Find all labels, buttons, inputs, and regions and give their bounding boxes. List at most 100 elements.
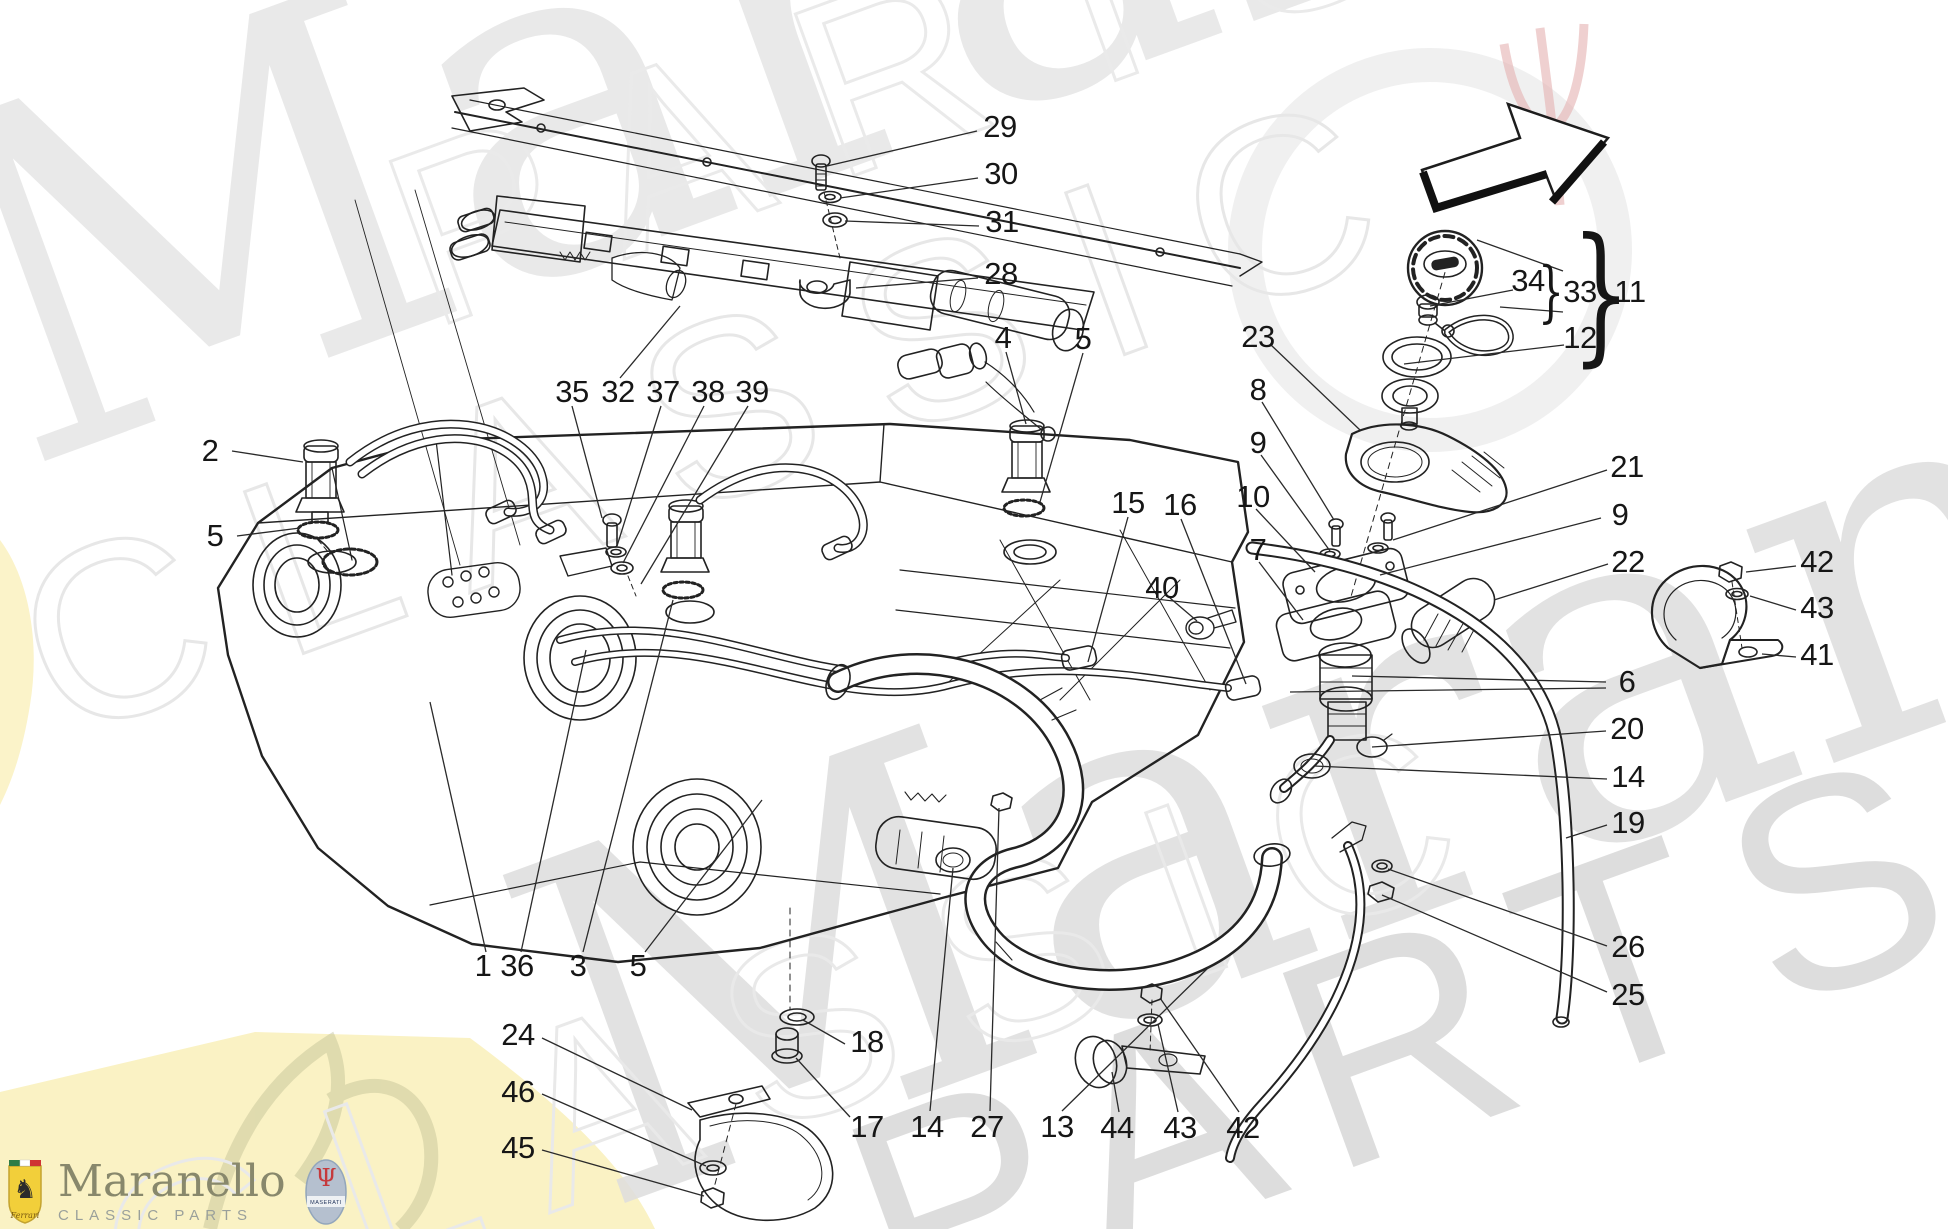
callout-31-4: 31 bbox=[985, 204, 1019, 239]
bracket-group bbox=[687, 1085, 834, 1222]
leader-line-12 bbox=[1403, 344, 1565, 365]
maranello-logo: ♞ Ferrari Maranello CLASSIC PARTS Ψ MASE… bbox=[6, 1158, 348, 1226]
grommet-group bbox=[771, 907, 815, 1064]
callout-26-35: 26 bbox=[1611, 929, 1645, 964]
callout-15-12: 15 bbox=[1111, 485, 1145, 520]
leader-line-3 bbox=[582, 599, 674, 953]
quick-connector bbox=[897, 342, 1035, 413]
leader-line-27 bbox=[989, 807, 1000, 1112]
callout-38-19: 38 bbox=[691, 374, 725, 409]
callout-46-42: 46 bbox=[501, 1074, 535, 1109]
leader-line-19 bbox=[1565, 824, 1608, 839]
callout-40-15: 40 bbox=[1145, 570, 1179, 605]
leader-line-22 bbox=[1493, 563, 1609, 601]
callout-42-28: 42 bbox=[1800, 544, 1834, 579]
leader-line-9 bbox=[1260, 454, 1331, 552]
callout-11-23: 11 bbox=[1614, 274, 1646, 309]
callout-29-2: 29 bbox=[983, 109, 1017, 144]
breather-hose bbox=[1225, 821, 1395, 1163]
brace-0: } bbox=[1537, 253, 1565, 330]
leader-line-2 bbox=[231, 450, 304, 463]
leader-line-14 bbox=[929, 867, 954, 1112]
callout-27-47: 27 bbox=[970, 1109, 1004, 1144]
fuel-tank-body bbox=[216, 189, 1250, 964]
callout-24-41: 24 bbox=[501, 1017, 535, 1052]
p-clamp-group bbox=[1650, 561, 1784, 670]
callout-30-3: 30 bbox=[984, 156, 1018, 191]
leader-line-5 bbox=[236, 527, 301, 537]
callout-4-6: 4 bbox=[994, 320, 1012, 355]
callout-5-40: 5 bbox=[629, 948, 647, 983]
filler-cap-group bbox=[1344, 229, 1514, 601]
callout-22-27: 22 bbox=[1611, 544, 1645, 579]
callout-14-46: 14 bbox=[910, 1109, 944, 1144]
callout-28-5: 28 bbox=[984, 256, 1018, 291]
rail-screw-group bbox=[798, 154, 851, 310]
maserati-oval-logo: Ψ MASERATI bbox=[304, 1159, 347, 1225]
callout-12-24: 12 bbox=[1563, 320, 1597, 355]
leader-line-5 bbox=[1039, 352, 1084, 503]
leader-line-26 bbox=[1387, 868, 1608, 947]
maserati-label: MASERATI bbox=[310, 1200, 342, 1206]
callout-5-1: 5 bbox=[206, 518, 224, 553]
leader-line-18 bbox=[802, 1019, 846, 1045]
callout-44-49: 44 bbox=[1100, 1110, 1134, 1145]
callout-10-11: 10 bbox=[1236, 479, 1270, 514]
leader-line-14 bbox=[1313, 765, 1608, 780]
leader-line-25 bbox=[1381, 894, 1608, 993]
cap-fitting-40 bbox=[1185, 609, 1237, 640]
leader-line-40 bbox=[1169, 597, 1198, 622]
callout-39-20: 39 bbox=[735, 374, 769, 409]
callout-16-13: 16 bbox=[1163, 487, 1197, 522]
callout-37-18: 37 bbox=[646, 374, 680, 409]
leader-line-32 bbox=[619, 305, 681, 379]
callout-45-43: 45 bbox=[501, 1130, 535, 1165]
ferrari-shield-watermark-left bbox=[0, 540, 34, 805]
callout-2-0: 2 bbox=[201, 433, 219, 468]
leader-line-45 bbox=[541, 1149, 705, 1197]
callout-3-39: 3 bbox=[569, 948, 587, 983]
leader-line-1 bbox=[429, 701, 487, 953]
leader-line-7 bbox=[1258, 561, 1304, 621]
callout-21-25: 21 bbox=[1610, 449, 1644, 484]
horse-silhouette-watermark bbox=[203, 1031, 439, 1229]
callout-32-17: 32 bbox=[601, 374, 635, 409]
leader-line-9 bbox=[1379, 517, 1602, 576]
leader-line-37 bbox=[616, 405, 662, 547]
logo-name: Maranello bbox=[58, 1156, 286, 1207]
vent-pipe bbox=[1245, 541, 1575, 1028]
leader-line-23 bbox=[1270, 344, 1361, 431]
circle-watermark bbox=[1228, 48, 1632, 452]
callout-8-9: 8 bbox=[1249, 372, 1267, 407]
leader-line-33 bbox=[1499, 306, 1564, 313]
leader-line-4 bbox=[1005, 351, 1027, 425]
vent-valve-left bbox=[295, 439, 357, 574]
leader-line-42 bbox=[1745, 565, 1797, 573]
leader-line-44 bbox=[1111, 1071, 1120, 1113]
leader-line-30 bbox=[839, 177, 979, 199]
ferrari-label: Ferrari bbox=[10, 1211, 40, 1220]
callout-5-7: 5 bbox=[1074, 321, 1092, 356]
callout-19-34: 19 bbox=[1611, 805, 1645, 840]
leader-line-21 bbox=[1392, 469, 1608, 541]
callout-17-45: 17 bbox=[850, 1109, 884, 1144]
callout-6-31: 6 bbox=[1618, 664, 1636, 699]
leader-line-43 bbox=[1749, 595, 1797, 611]
callout-42-51: 42 bbox=[1226, 1110, 1260, 1145]
callout-33-22: 33 bbox=[1563, 274, 1597, 309]
horse-icon: ♞ bbox=[13, 1175, 36, 1205]
vent-valve-center bbox=[660, 499, 715, 624]
leader-line-29 bbox=[826, 130, 978, 167]
callout-18-44: 18 bbox=[850, 1024, 884, 1059]
callout-43-29: 43 bbox=[1800, 590, 1834, 625]
callout-43-50: 43 bbox=[1163, 1110, 1197, 1145]
leader-line-24 bbox=[541, 1037, 693, 1111]
vent-hoses bbox=[345, 419, 868, 561]
leader-line-10 bbox=[1255, 508, 1316, 573]
callout-35-16: 35 bbox=[555, 374, 589, 409]
logo-tagline: CLASSIC PARTS bbox=[58, 1207, 253, 1224]
leader-line-28 bbox=[855, 277, 979, 289]
